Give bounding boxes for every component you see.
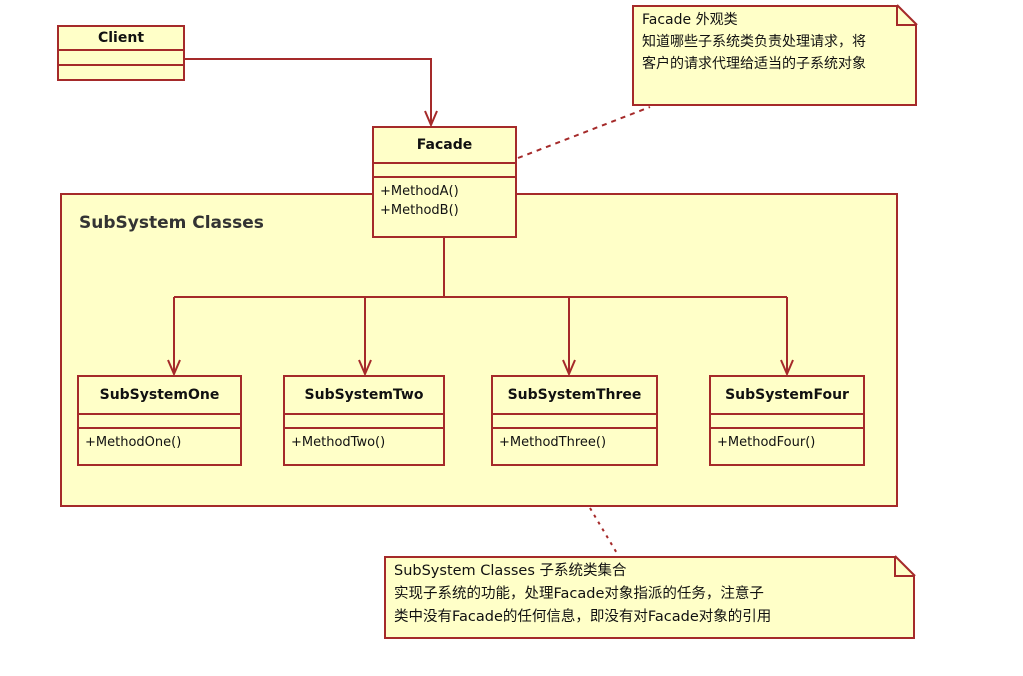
class-client-name: Client bbox=[59, 27, 183, 51]
class-facade[interactable]: Facade +MethodA() +MethodB() bbox=[372, 126, 517, 238]
class-name: SubSystemThree bbox=[493, 377, 656, 415]
package-title: SubSystem Classes bbox=[79, 213, 264, 233]
class-client[interactable]: Client bbox=[57, 25, 185, 81]
class-attributes bbox=[79, 415, 240, 429]
note-line: 知道哪些子系统类负责处理请求，将 bbox=[642, 34, 866, 50]
note-anchor-facade bbox=[517, 106, 651, 159]
class-attributes bbox=[285, 415, 443, 429]
class-operation: +MethodTwo() bbox=[291, 435, 386, 450]
class-client-attributes bbox=[59, 51, 183, 66]
note-line: 类中没有Facade的任何信息，即没有对Facade对象的引用 bbox=[394, 609, 772, 625]
note-line: Facade 外观类 bbox=[642, 12, 738, 28]
class-subsystem-four[interactable]: SubSystemFour +MethodFour() bbox=[709, 375, 865, 466]
class-attributes bbox=[711, 415, 863, 429]
class-facade-attributes bbox=[374, 164, 515, 178]
class-name: SubSystemOne bbox=[79, 377, 240, 415]
note-fold-icon bbox=[894, 556, 915, 577]
arrowhead-icon bbox=[358, 359, 372, 377]
class-name: SubSystemTwo bbox=[285, 377, 443, 415]
note-fold-icon bbox=[896, 5, 917, 26]
class-subsystem-two[interactable]: SubSystemTwo +MethodTwo() bbox=[283, 375, 445, 466]
note-line: 客户的请求代理给适当的子系统对象 bbox=[642, 56, 866, 72]
class-name: SubSystemFour bbox=[711, 377, 863, 415]
class-operation: +MethodFour() bbox=[717, 435, 816, 450]
note-facade[interactable]: Facade 外观类 知道哪些子系统类负责处理请求，将 客户的请求代理给适当的子… bbox=[632, 5, 917, 106]
note-line: SubSystem Classes 子系统类集合 bbox=[394, 563, 627, 579]
note-fold-edge bbox=[896, 4, 918, 26]
arrowhead-icon bbox=[780, 359, 794, 377]
class-operation: +MethodThree() bbox=[499, 435, 607, 450]
class-facade-operations: +MethodA() +MethodB() bbox=[374, 178, 515, 224]
arrowhead-icon bbox=[167, 359, 181, 377]
note-anchor-subsystem bbox=[589, 507, 619, 556]
class-subsystem-three[interactable]: SubSystemThree +MethodThree() bbox=[491, 375, 658, 466]
note-line: 实现子系统的功能，处理Facade对象指派的任务，注意子 bbox=[394, 586, 764, 602]
arrowhead-icon bbox=[562, 359, 576, 377]
class-attributes bbox=[493, 415, 656, 429]
class-operation: +MethodOne() bbox=[85, 435, 182, 450]
class-facade-name: Facade bbox=[374, 128, 515, 164]
arrowhead-icon bbox=[424, 110, 438, 128]
note-subsystem[interactable]: SubSystem Classes 子系统类集合 实现子系统的功能，处理Faca… bbox=[384, 556, 915, 639]
facade-operation: +MethodA() bbox=[380, 184, 459, 199]
class-subsystem-one[interactable]: SubSystemOne +MethodOne() bbox=[77, 375, 242, 466]
facade-operation: +MethodB() bbox=[380, 203, 459, 218]
association-client-facade bbox=[185, 58, 432, 125]
note-fold-edge bbox=[894, 555, 916, 577]
